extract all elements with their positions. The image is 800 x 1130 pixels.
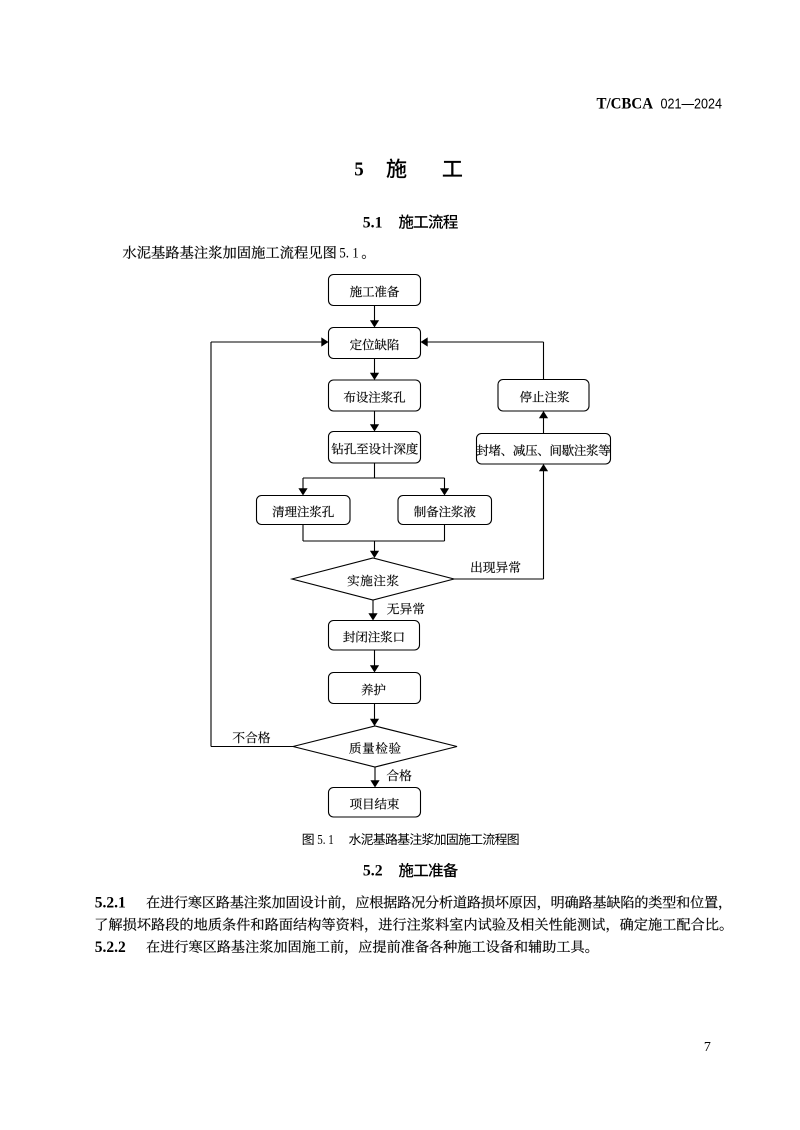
- svg-text:5.2.2: 5.2.2: [95, 939, 126, 956]
- svg-text:5.1: 5.1: [363, 214, 383, 231]
- svg-text:5.2.1: 5.2.1: [95, 895, 126, 912]
- svg-text:5. 1: 5. 1: [317, 832, 334, 847]
- svg-text:5: 5: [354, 159, 364, 181]
- svg-text:T/CBCA: T/CBCA: [597, 95, 654, 112]
- svg-text:021—2024: 021—2024: [661, 95, 723, 112]
- svg-text:5.2: 5.2: [363, 863, 383, 880]
- svg-text:5. 1: 5. 1: [339, 246, 359, 262]
- svg-text:7: 7: [704, 1040, 711, 1055]
